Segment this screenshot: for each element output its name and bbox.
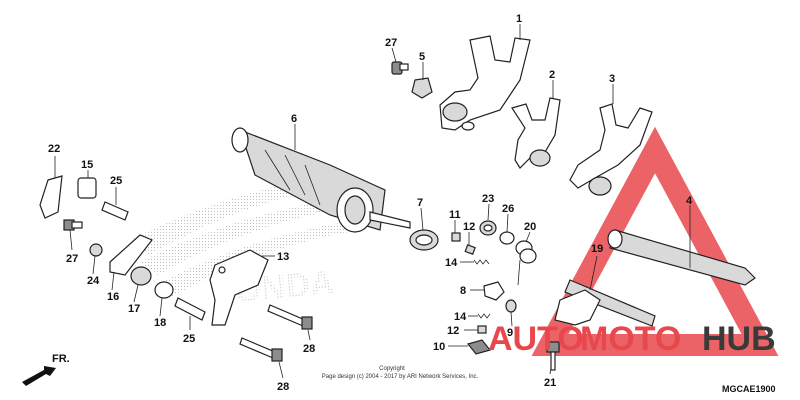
- watermark-logo: [531, 126, 779, 356]
- part-12-pin-top: [464, 244, 476, 255]
- callout-1: 1: [516, 13, 522, 25]
- callout-3: 3: [609, 73, 615, 85]
- diagram-code: MGCAE1900: [722, 384, 776, 394]
- part-24-washer: [89, 243, 103, 257]
- callout-6: 6: [291, 113, 297, 125]
- watermark-text-auto: AUTO: [488, 320, 584, 358]
- callout-23: 23: [482, 193, 494, 205]
- part-20-spring: [515, 240, 537, 286]
- watermark-text-moto: MOTO: [580, 320, 681, 358]
- callout-8: 8: [460, 285, 466, 297]
- part-17-collar: [130, 266, 152, 286]
- part-28-bolt-lower: [239, 337, 283, 362]
- watermark-text-hub: HUB: [702, 320, 776, 358]
- part-9-washer: [505, 299, 517, 313]
- callout-9: 9: [507, 327, 513, 339]
- callout-12-top: 12: [463, 221, 475, 233]
- part-28-bolt-upper: [267, 304, 313, 330]
- callout-15: 15: [81, 159, 93, 171]
- callout-12-bottom: 12: [447, 325, 459, 337]
- callout-25-top: 25: [110, 175, 122, 187]
- callout-21: 21: [544, 377, 556, 389]
- part-8-stopper: [483, 281, 505, 301]
- part-19-shift-spindle: [554, 279, 656, 327]
- callout-27-top: 27: [385, 37, 397, 49]
- part-23-collar: [479, 220, 497, 236]
- part-13-plate: [209, 249, 269, 326]
- part-1-shift-fork: [439, 35, 531, 131]
- callout-7: 7: [417, 197, 423, 209]
- front-direction-arrow: FR.: [22, 353, 70, 386]
- callout-20: 20: [524, 221, 536, 233]
- part-25-pin-top: [101, 201, 129, 221]
- callout-28-lower: 28: [277, 381, 289, 393]
- part-27-bolt-top: [391, 61, 409, 75]
- part-14-spring-top: [473, 259, 490, 265]
- part-6-shift-drum: [231, 127, 411, 233]
- callout-2: 2: [549, 69, 555, 81]
- part-12-pin-bottom: [477, 325, 487, 334]
- front-direction-label: FR.: [52, 353, 70, 365]
- callout-24: 24: [87, 275, 100, 287]
- copyright-block: Copyright Page design (c) 2004 - 2017 by…: [322, 366, 479, 380]
- part-18-spring: [154, 281, 174, 299]
- copyright-line-2: Page design (c) 2004 - 2017 by ARI Netwo…: [322, 374, 479, 380]
- part-22-plate: [39, 175, 63, 219]
- callout-26: 26: [502, 203, 514, 215]
- part-5-plate: [411, 77, 433, 99]
- callout-11: 11: [449, 209, 461, 221]
- copyright-line-1: Copyright: [379, 366, 405, 372]
- part-11-pin: [451, 232, 461, 242]
- part-14-spring-bottom: [477, 313, 491, 319]
- part-21-bolt: [546, 341, 560, 371]
- callout-16: 16: [107, 291, 119, 303]
- callout-17: 17: [128, 303, 140, 315]
- callout-numbers: 1 2 3 4 5 6 7 8 9 10 11 12 12 13 14 14 1…: [48, 13, 693, 393]
- callout-10: 10: [433, 341, 445, 353]
- part-2-shift-fork: [511, 97, 561, 169]
- callout-19: 19: [591, 243, 603, 255]
- callout-14-bottom: 14: [454, 311, 467, 323]
- part-10-plate: [466, 339, 492, 355]
- callout-18: 18: [154, 317, 166, 329]
- part-16-arm: [109, 234, 153, 276]
- part-15-collar: [77, 177, 97, 199]
- callout-13: 13: [277, 251, 289, 263]
- part-3-shift-fork: [569, 103, 653, 196]
- callout-4: 4: [686, 195, 693, 207]
- part-4-fork-shaft: [607, 229, 756, 286]
- callout-28-upper: 28: [303, 343, 315, 355]
- part-25-pin-bottom: [174, 297, 206, 321]
- callout-5: 5: [419, 51, 425, 63]
- watermark-text: AUTO MOTO HUB: [488, 320, 776, 358]
- leader-lines: [54, 24, 691, 379]
- part-26-washer: [499, 231, 515, 245]
- callout-25-bottom: 25: [183, 333, 195, 345]
- callout-14-top: 14: [445, 257, 458, 269]
- callout-22: 22: [48, 143, 60, 155]
- callout-27-left: 27: [66, 253, 78, 265]
- part-27-bolt-left: [63, 219, 83, 231]
- part-7-bearing: [409, 229, 439, 251]
